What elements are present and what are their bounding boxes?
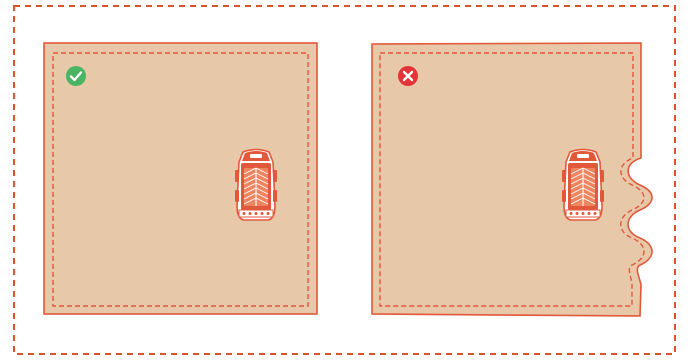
device-illustration-left	[235, 150, 277, 221]
check-icon	[66, 66, 86, 86]
panel-wrong	[372, 43, 652, 316]
device-illustration-right	[562, 150, 604, 221]
panel-correct	[44, 43, 317, 314]
cross-icon	[398, 66, 418, 86]
